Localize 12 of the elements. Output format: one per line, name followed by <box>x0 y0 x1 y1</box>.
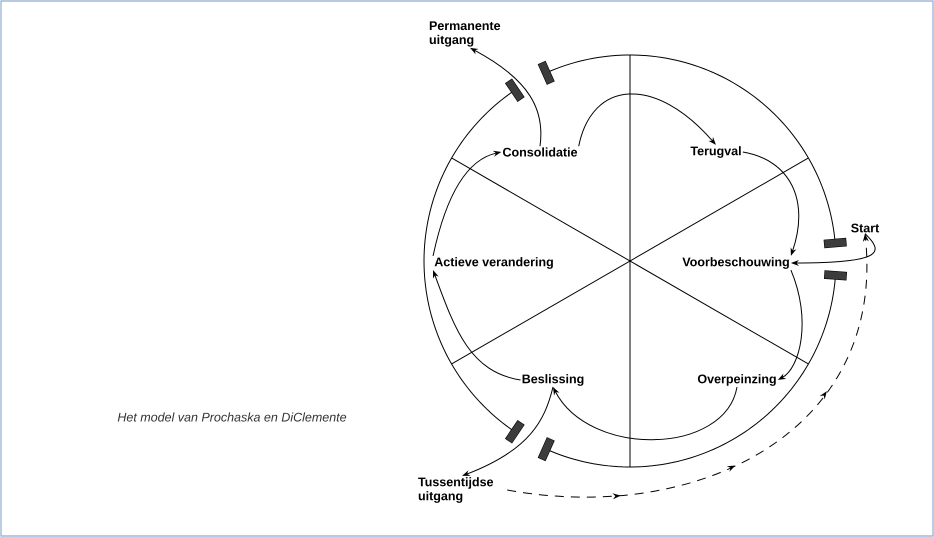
arrow <box>578 94 716 147</box>
sector-label: Actieve verandering <box>434 257 553 269</box>
sector-label: Beslissing <box>522 374 584 386</box>
exit-label: Tussentijdse uitgang <box>418 477 494 503</box>
sector-label: Consolidatie <box>503 147 578 157</box>
arrow <box>553 386 738 440</box>
sector-label: Voorbeschouwing <box>682 257 789 269</box>
exit-label: Permanente uitgang <box>430 21 500 47</box>
sector-label: Overpeinzing <box>698 374 776 386</box>
sector-label: Terugval <box>690 146 741 158</box>
start-label: Start <box>851 224 880 232</box>
caption: Het model van Prochaska en DiClemente <box>118 412 346 422</box>
